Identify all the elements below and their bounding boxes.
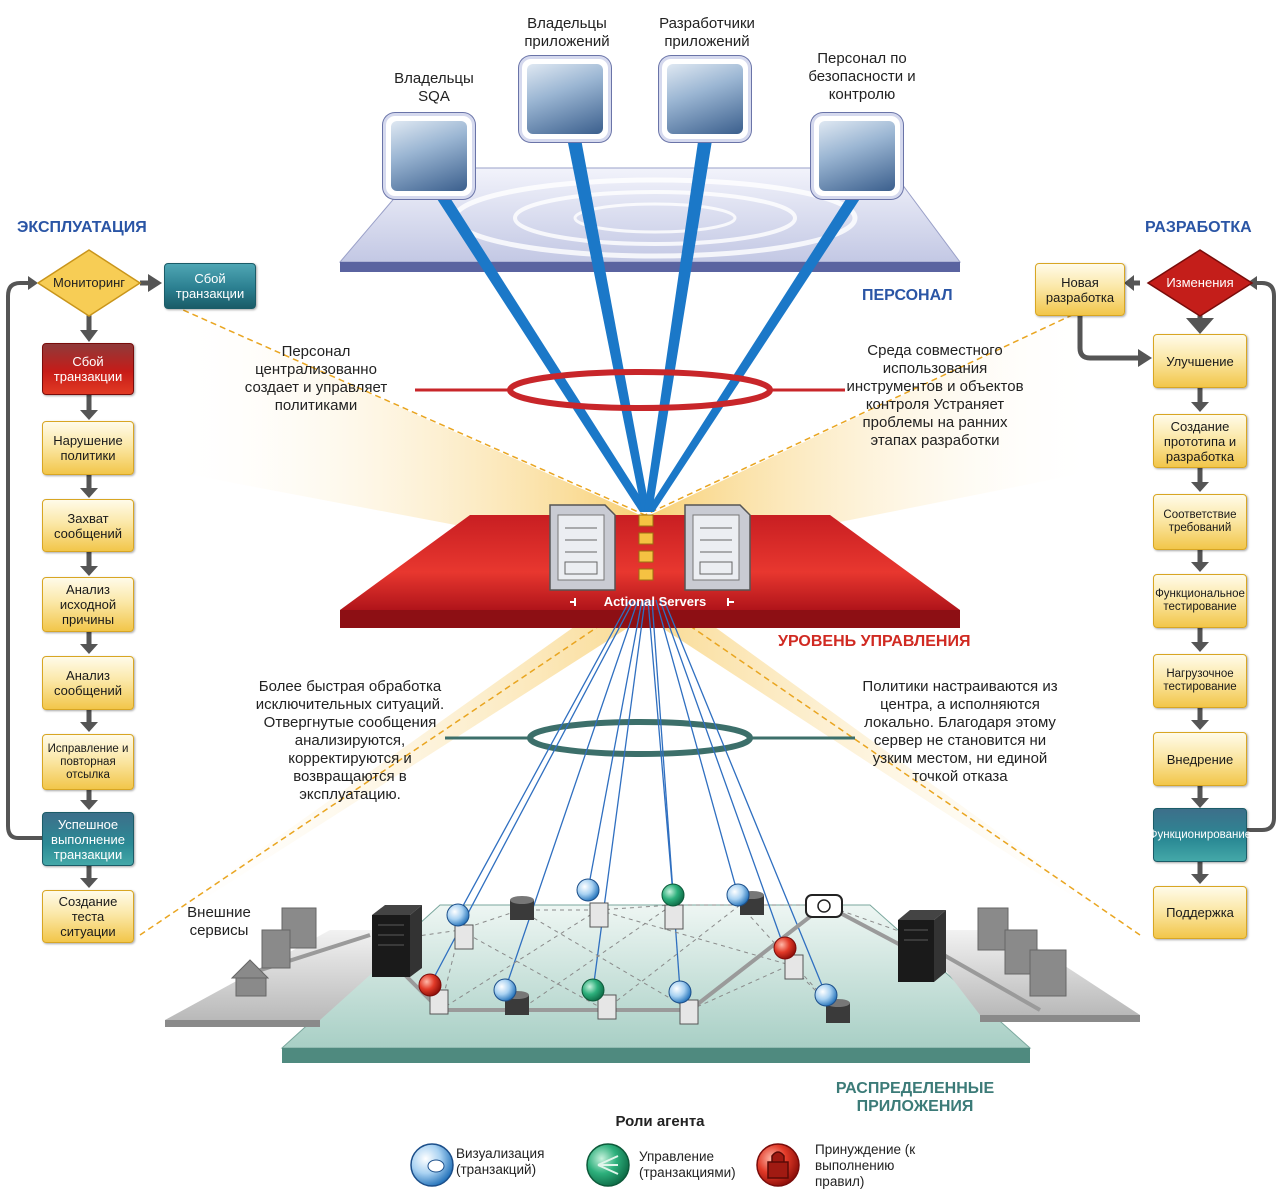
legend-visualization-label: Визуализация (транзакций)	[456, 1146, 545, 1177]
left-step-3: Захват сообщений	[42, 499, 134, 552]
app-developers-label: Разработчики приложений	[659, 15, 755, 50]
app-developer-photo	[659, 56, 751, 142]
left-step-8: Создание теста ситуации	[42, 890, 134, 943]
external-platform	[165, 930, 420, 1020]
left-step-5: Анализ сообщений	[42, 656, 134, 710]
left-step-7: Успешное выполнение транзакции	[42, 812, 134, 866]
security-staff-photo	[811, 113, 903, 199]
actional-servers-label: Actional Servers	[603, 594, 707, 609]
left-step-6: Исправление и повторная отсылка	[42, 734, 134, 790]
gateway-right-icon	[898, 910, 946, 982]
left-step-4: Анализ исходной причины	[42, 577, 134, 632]
monitoring-diamond	[36, 249, 142, 317]
app-owner-photo	[519, 56, 611, 142]
legend-title: Роли агента	[615, 1113, 705, 1130]
server-left-icon	[549, 504, 616, 591]
changes-label: Изменения	[1166, 275, 1234, 290]
right-step-2: Создание прототипа и разработка	[1153, 414, 1247, 468]
new-development-box: Новая разработка	[1035, 263, 1125, 316]
right-step-4: Функциональное тестирование	[1153, 574, 1247, 628]
monitoring-label: Мониторинг	[52, 275, 126, 290]
right-glow-upper	[650, 302, 1100, 560]
note-external-services: Внешние сервисы	[187, 904, 251, 939]
note-faster-processing: Более быстрая обработка исключительных с…	[255, 678, 445, 803]
left-step-2: Нарушение политики	[42, 421, 134, 475]
right-step-6: Внедрение	[1153, 732, 1247, 786]
note-policies-central: Политики настраиваются из центра, а испо…	[862, 678, 1058, 785]
right-step-3: Соответствие требований	[1153, 494, 1247, 550]
left-glow-upper	[165, 302, 640, 560]
right-step-5: Нагрузочное тестирование	[1153, 654, 1247, 708]
router-icon	[805, 894, 843, 918]
control-level-heading: УРОВЕНЬ УПРАВЛЕНИЯ	[778, 633, 971, 650]
app-owners-label: Владельцы приложений	[524, 15, 610, 50]
personnel-heading: ПЕРСОНАЛ	[862, 287, 953, 304]
changes-diamond	[1146, 249, 1254, 317]
side-transaction-failure: Сбой транзакции	[164, 263, 256, 309]
right-step-1: Улучшение	[1153, 334, 1247, 388]
sqa-owner-photo	[383, 113, 475, 199]
distributed-apps-heading: РАСПРЕДЕЛЕННЫЕ ПРИЛОЖЕНИЯ	[835, 1080, 995, 1115]
sqa-owners-label: Владельцы SQA	[394, 70, 474, 105]
right-glow-lower	[650, 580, 1140, 940]
buildings-right-icon	[977, 907, 1067, 997]
gateway-left-icon	[372, 905, 422, 977]
development-heading: РАЗРАБОТКА	[1145, 219, 1252, 236]
left-step-1: Сбой транзакции	[42, 343, 134, 395]
legend-management-label: Управление (транзакциями)	[639, 1149, 736, 1180]
right-step-8: Поддержка	[1153, 886, 1247, 939]
note-personnel-policies: Персонал централизованно создает и управ…	[244, 343, 388, 414]
server-right-icon	[684, 504, 751, 591]
legend-enforcement-label: Принуждение (к выполнению правил)	[815, 1142, 916, 1189]
exploitation-heading: ЭКСПЛУАТАЦИЯ	[17, 219, 147, 236]
buildings-left-icon	[230, 907, 317, 997]
right-step-7: Функционирование	[1149, 808, 1251, 862]
note-shared-environment: Среда совместного использования инструме…	[846, 342, 1024, 449]
security-staff-label: Персонал по безопасности и контролю	[808, 50, 916, 103]
